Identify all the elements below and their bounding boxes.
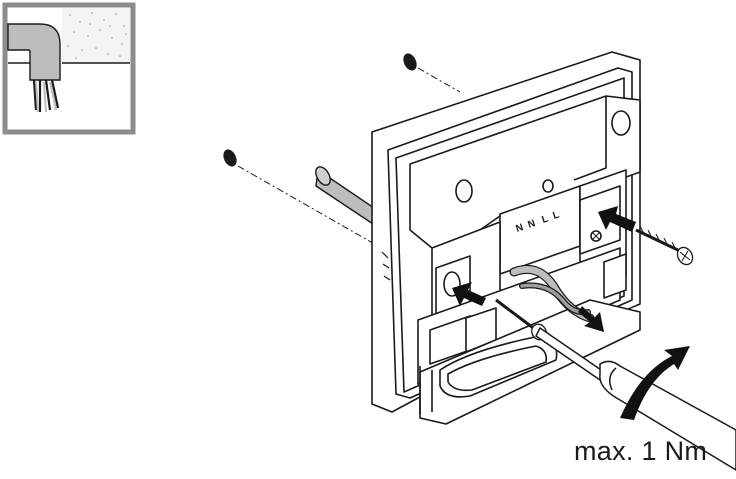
bent-cable (7, 23, 61, 81)
cable-entry-inset (2, 2, 136, 135)
arrow-push-right-clamp (598, 206, 636, 232)
guide-line-upper (417, 67, 461, 93)
cable-wires (32, 79, 60, 112)
device-housing (371, 51, 641, 425)
mount-hole-center (542, 179, 554, 193)
wall-plugs (223, 53, 461, 247)
wall-plug-left (223, 149, 237, 167)
guide-line-left (237, 165, 379, 247)
rotation-arrow (620, 346, 690, 420)
terminal-label: L (552, 210, 561, 222)
fixing-screw-right (635, 225, 694, 266)
wall-plug-upper (403, 53, 417, 71)
terminal-label: N (527, 218, 537, 231)
side-marking (381, 251, 391, 281)
mount-hole-right (611, 110, 631, 136)
instruction-arrows (452, 206, 690, 420)
plaster-dots (67, 12, 127, 59)
mount-hole-left (455, 179, 473, 203)
supply-cable (315, 166, 381, 228)
terminal-labels: N N L L (515, 210, 561, 235)
right-clamp (579, 185, 621, 255)
terminal-label: N (515, 222, 525, 235)
screwdriver-handle (599, 360, 736, 471)
arrow-down-right-clamp (578, 306, 604, 332)
torque-label: max. 1 Nm (574, 436, 708, 466)
arrow-push-left-clamp (452, 282, 486, 306)
plaster-texture (62, 8, 130, 63)
screwdriver (535, 326, 736, 471)
terminal-label: L (541, 214, 550, 226)
